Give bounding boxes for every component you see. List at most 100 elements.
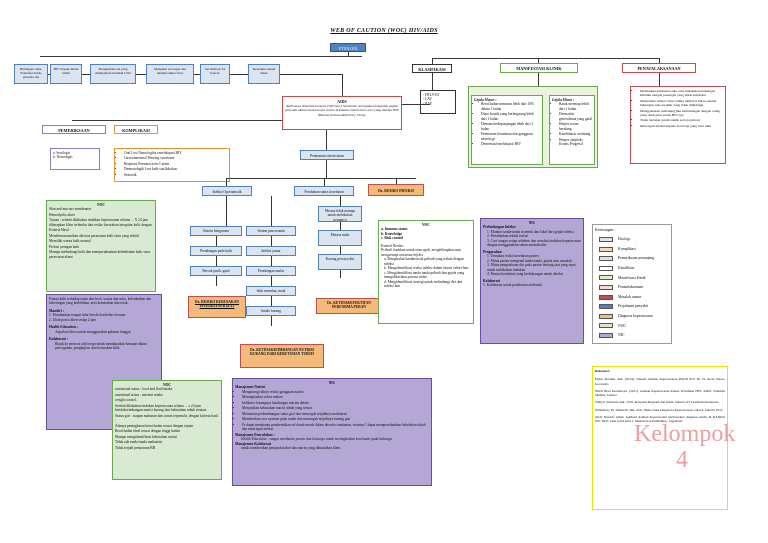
- legend-item: Komplikasi: [599, 246, 636, 252]
- mayor-item: Diare kronik yang berlangsung lebih dari…: [481, 112, 540, 121]
- nic-right-pg-item: 3. Minta pengetahuan diri pada pasien te…: [487, 263, 576, 272]
- legend-swatch: [599, 285, 613, 290]
- cause-arrow: [280, 74, 342, 75]
- referensi-item: Wilkinson, M. Judith M. dkk. 2011. Buku …: [595, 407, 724, 412]
- kelompok-watermark: Kelompok: [634, 421, 736, 447]
- nic-mid-mp-0: Health Education : sangat membantu pasie…: [241, 437, 392, 442]
- aids-text: AIDS atau Acquired Immune Deficiency Syn…: [285, 104, 399, 117]
- legend-swatch: [599, 323, 613, 329]
- mid-chain-box: Intake kurang: [246, 306, 296, 316]
- etiologi-box: ETIOLOGI: [330, 43, 366, 52]
- nic-mid-mn-item: Memberikan rasa nyaman pada mulut dan me…: [242, 417, 429, 421]
- legend-swatch: [599, 265, 613, 271]
- link-line: [226, 196, 227, 226]
- legend-item: Diagnosa keperawatan: [599, 313, 653, 319]
- legend-label: Penatalaksanaan: [618, 285, 644, 290]
- right-chain-box-arrow: [340, 222, 341, 230]
- penatalaksanaan-item: Melakukan abstinensi seks atau melakukan…: [640, 89, 723, 98]
- legend-label: Masalah utama: [618, 294, 642, 299]
- top-connector: [432, 58, 660, 59]
- komplikasi-item: Sensorik: [124, 173, 227, 177]
- nic-left-mandiri-1: 2. Ubah posisi klien setiap 2 jam: [49, 317, 97, 322]
- nic-right-kol-title: Kolaborasi: [483, 278, 500, 283]
- penurunan-box: Penurunan sistem imun: [300, 150, 354, 160]
- referensi-item: Wahyu, Sriharah, dkk. 2016. Penyakit-Pen…: [595, 400, 719, 405]
- nic-right-pi-item: 2. Pertahankan teknik isolasi: [487, 234, 529, 239]
- minor-title: Gejala Minor :: [552, 98, 575, 102]
- penurunan-stem: [326, 160, 327, 178]
- left-chain-box: Sistem Integumen: [190, 226, 242, 236]
- legend-item: Manifestasi klinik: [599, 275, 646, 281]
- noc-mid-line: nutrisional status : food and fluid inta…: [115, 387, 173, 392]
- dx-peran: Dx. KETIDAKEFEKTIFAN PERFORMA PERAN: [316, 298, 382, 314]
- cause-box: Sel limfosit T4 hancur: [200, 64, 230, 84]
- mid-chain-box-arrow: [271, 256, 272, 266]
- nic-mid-mn-list: Mengurangi faktor resiko gangguan nutris…: [235, 390, 429, 432]
- mayor-list: Berat badan menurun lebih dari 10% dalam…: [474, 102, 540, 146]
- infeksi-oport-box: Infeksi Oportunistik: [202, 186, 252, 196]
- noc-mid-line: Mampu mengidentifikasi kebutuhan nutrisi: [115, 434, 178, 439]
- pemeriksaan-heading: PEMERIKSAAN PENUNJANG: [42, 125, 106, 134]
- pemeriksaan-item: a. Serologis: [53, 151, 70, 155]
- noc-right-kh: Pribadi tindakan untuk mencegah, menghil…: [381, 248, 462, 257]
- top-connector-v1: [432, 58, 433, 64]
- noc-mid-heading: NOC: [163, 383, 171, 387]
- legend-label: NIC: [618, 333, 625, 338]
- nic-mid-mn-item: Menyajikan kebutuhan nutrisi tubuh yang …: [242, 406, 429, 410]
- nic-mid-mn-item: Fe dapat membantu pembentukan sel darah …: [242, 423, 429, 432]
- link-line: [396, 178, 397, 184]
- left-chain-box-arrow: [216, 276, 217, 286]
- mid-chain-box: Sistem pencernaan: [246, 226, 296, 236]
- nic-mid-mk-title: Manajemen Kolaborasi: [235, 441, 272, 446]
- cause-box: Hubungan Seks, Transfusi darah, plasenta…: [14, 64, 48, 84]
- legend-swatch: [599, 313, 613, 319]
- manifestasi-mayor: Gejala Mayor : Berat badan menurun lebih…: [471, 95, 543, 165]
- klasifikasi-line: [432, 73, 433, 90]
- legend-label: Manifestasi klinik: [618, 275, 646, 280]
- left-chain-box-arrow: [216, 236, 217, 246]
- left-chain-box: Bercak putih, gatal: [190, 266, 242, 276]
- cause-arrow: [194, 74, 200, 75]
- nic-right-heading: NIC: [528, 221, 536, 225]
- cause-arrow: [342, 74, 343, 84]
- dx-nutrisi: Dx. KETIDAKSEIMBANGAN NUTRISI KURANG DAR…: [240, 344, 324, 368]
- aids-heading: AIDS: [337, 99, 347, 104]
- referensi-item: Nindi Dian Kurniawati. (2011). Asuhan Ke…: [595, 388, 725, 397]
- legend-item: Etiologi: [599, 237, 630, 242]
- legend-item: Klasifikasi: [599, 265, 634, 271]
- legend-label: Diagnosa keperawatan: [618, 313, 653, 318]
- nic-left-mandiri-0: 1. Pertahankan tempat tidur bersih dan b…: [49, 313, 126, 318]
- legend-label: Komplikasi: [618, 246, 636, 251]
- etiologi-stem: [348, 52, 349, 56]
- legend-swatch: [599, 256, 613, 262]
- mayor-item: Berat badan menurun lebih dari 10% dalam…: [481, 102, 540, 111]
- right-chain-box-arrow: [340, 270, 341, 278]
- mid-chain-box-arrow: [271, 236, 272, 246]
- mid-chain-box-arrow: [271, 316, 272, 326]
- top-connector-v2: [538, 58, 539, 63]
- noc-right: NOC a. Immune status b. Knowledge c. Ris…: [378, 220, 474, 324]
- noc-mid-line: nutritional status : nutrient intake: [115, 392, 163, 397]
- nic-mid: NIC Manajemen Nutrisi Mengurangi faktor …: [232, 378, 432, 486]
- cause-arrow: [48, 74, 50, 75]
- legend-swatch: [599, 304, 613, 310]
- noc-right-kh-item: a. Mengetahui karakteristik pribadi yang…: [384, 257, 464, 266]
- nic-right-kol-0: 1. Kolaborasi untuk pemberian antibiotik: [483, 283, 543, 288]
- right-chain-box: Merasa malu: [318, 230, 362, 246]
- penurunan-branch: [226, 178, 416, 179]
- noc-left-heading: NOC: [97, 203, 105, 207]
- mid-chain-box-arrow: [271, 276, 272, 286]
- nic-right-pg-item: 4. Pantau kesehatan yang berhubungan unt…: [487, 272, 564, 277]
- nic-left-kol-0: Rujuk ke perawat ahli terapi untuk menda…: [55, 341, 147, 351]
- referensi-items: Ekaru Rosnini, dkk. (2014). Standar Asuh…: [595, 377, 725, 423]
- branch-connector: [402, 104, 430, 105]
- penatalaksanaan-item: Memeriksa adanya virus paling lambat 6 b…: [640, 99, 723, 108]
- noc-mid-line: Status gizi : asupan makanan dan cairan …: [115, 413, 219, 423]
- noc-right-kh-title: Kontrol Resiko:: [381, 243, 405, 248]
- noc-mid-line: Tidak terjadi penurunan BB: [115, 445, 156, 450]
- noc-left-line: Tujuan : setelah dilakukan tindakan kepe…: [49, 218, 152, 227]
- legend-label: Etiologi: [618, 237, 631, 242]
